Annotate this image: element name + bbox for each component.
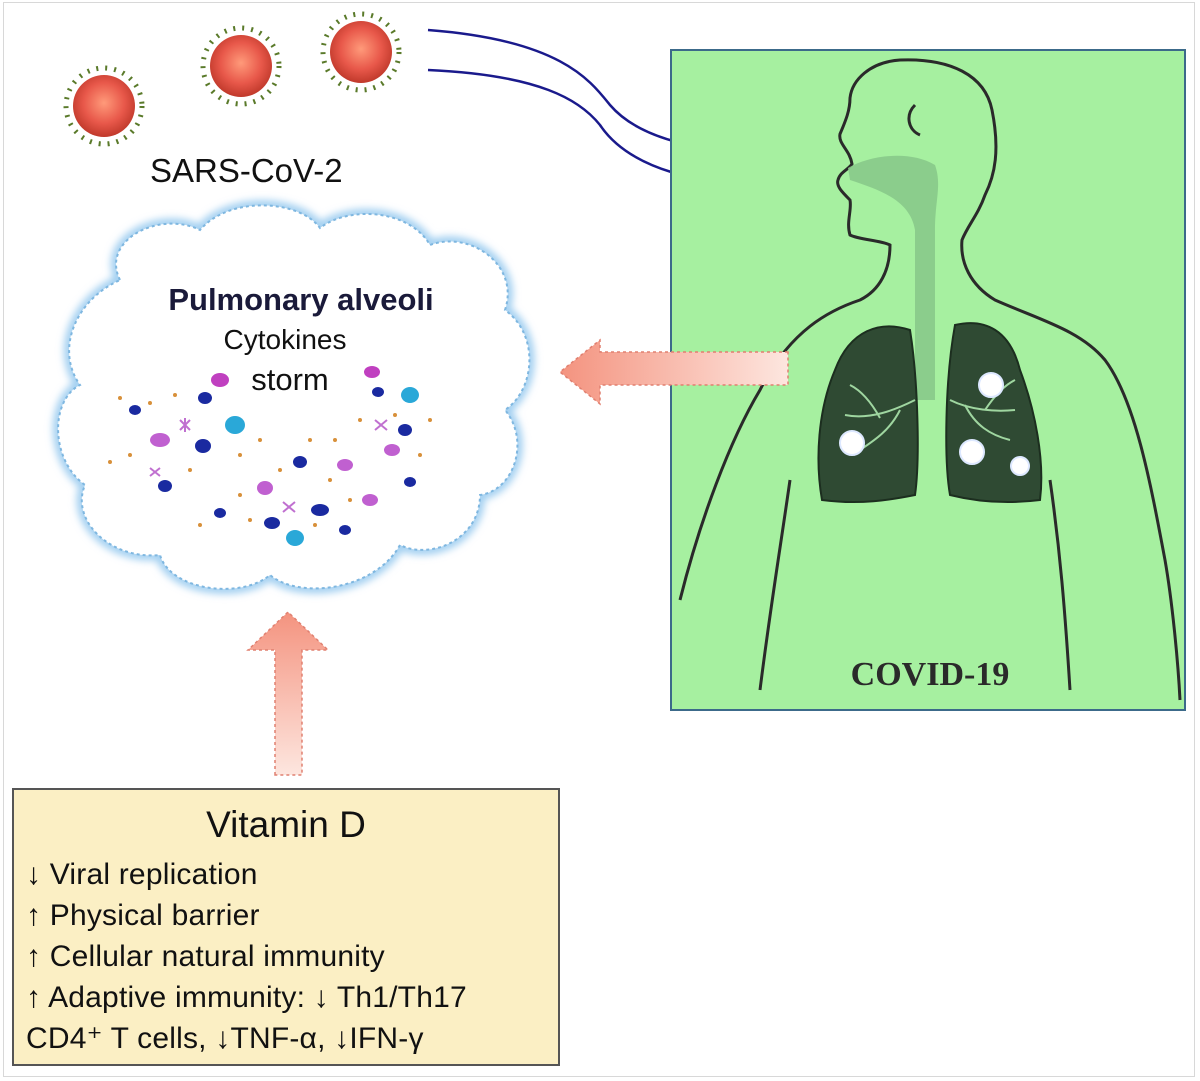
vitamin-d-effect-item: ↑ Physical barrier <box>26 899 260 932</box>
vitamin-d-effect-item: ↓ Viral replication <box>26 858 258 891</box>
vitamin-d-title: Vitamin D <box>206 804 366 845</box>
alveoli-subtitle-line1: Cytokines <box>223 324 347 355</box>
vitamin-d-effects: ↓ Viral replication ↑ Physical barrier ↑… <box>26 854 467 1059</box>
alveoli-cloud <box>57 204 531 590</box>
vitamin-d-effect-item: ↑ Cellular natural immunity <box>26 940 385 973</box>
left-arm-line <box>758 479 792 691</box>
vitamin-d-effect-item: ↑ Adaptive immunity: ↓ Th1/Th17 <box>26 981 467 1014</box>
virus-icon-2 <box>200 25 282 107</box>
vitamin-d-effect-item: CD4⁺ T cells, ↓TNF-α, ↓IFN-γ <box>26 1022 424 1055</box>
ear-outline <box>907 103 921 137</box>
lung-infection-spots <box>839 372 1030 476</box>
virus-label: SARS-CoV-2 <box>150 152 343 189</box>
virus-icon-1 <box>63 65 145 147</box>
right-arm-line <box>1048 479 1072 691</box>
alveoli-subtitle-line2: storm <box>251 362 329 397</box>
alveoli-title: Pulmonary alveoli <box>168 282 434 317</box>
human-silhouette <box>678 58 1182 701</box>
arrow-vitamin-to-alveoli <box>246 610 330 776</box>
left-lung <box>817 325 919 504</box>
cytokine-cells <box>129 366 419 546</box>
bronchi <box>844 379 1016 451</box>
covid-label: COVID-19 <box>850 656 1010 693</box>
arrow-lungs-to-alveoli <box>558 338 789 406</box>
airway <box>848 155 939 400</box>
cytokine-dots <box>108 393 432 527</box>
virus-icon-3 <box>320 11 402 93</box>
figure-frame <box>3 2 1195 1077</box>
vitamin-d-box: Vitamin D ↓ Viral replication ↑ Physical… <box>12 788 560 1066</box>
